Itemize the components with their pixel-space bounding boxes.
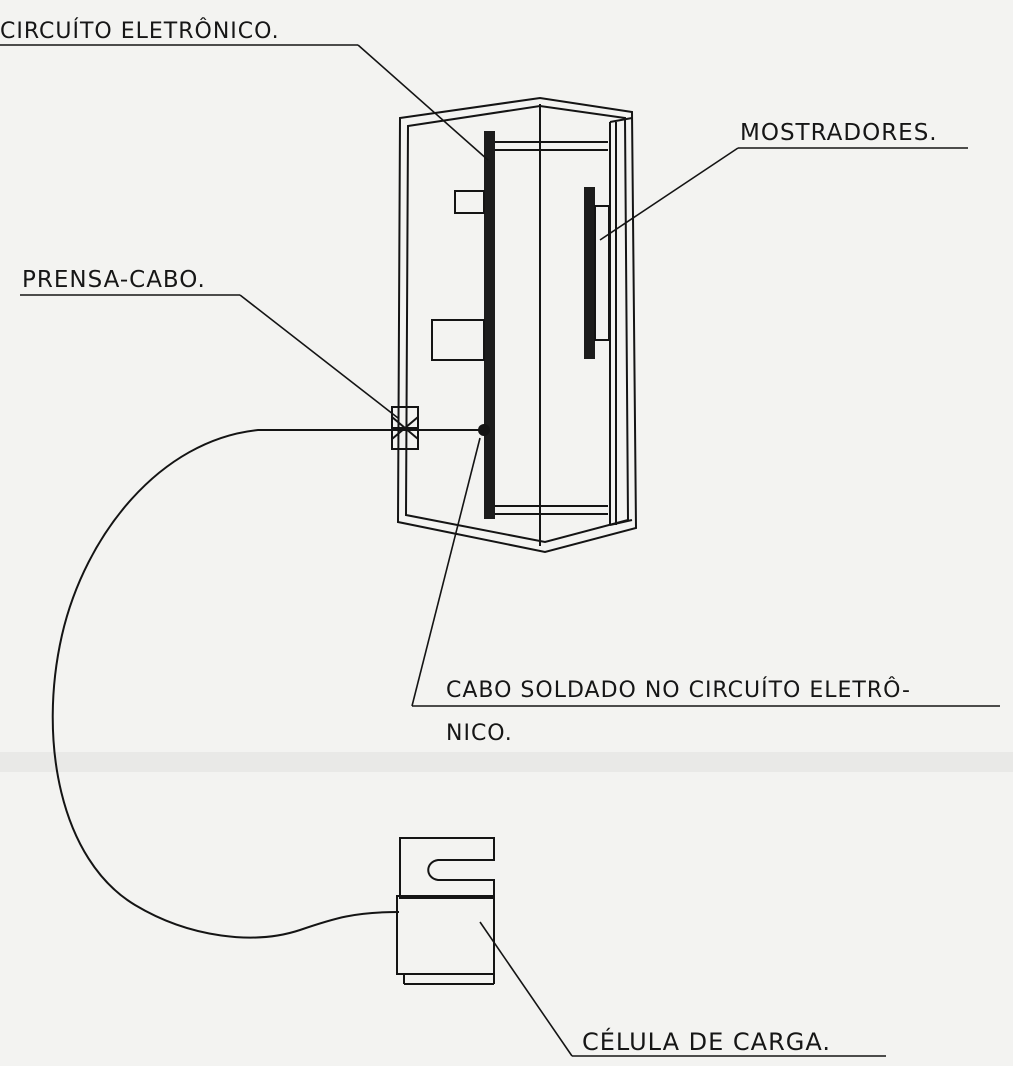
label-soldered-cable-line2: NICO.: [446, 721, 513, 746]
display-module: [584, 187, 595, 359]
display-window: [594, 205, 610, 341]
indicator-enclosure: [396, 96, 638, 554]
board-component-large: [431, 319, 485, 361]
label-displays: MOSTRADORES.: [740, 120, 938, 146]
board-component-small: [454, 190, 485, 214]
label-circuit: CIRCUÍTO ELETRÔNICO.: [0, 18, 280, 44]
scan-noise-band: [0, 752, 1013, 772]
leader-lines: [0, 44, 1000, 1057]
label-soldered-cable-line1: CABO SOLDADO NO CIRCUÍTO ELETRÔ-: [446, 677, 911, 703]
label-cable-gland: PRENSA-CABO.: [22, 267, 206, 293]
circuit-board: [484, 131, 495, 519]
load-cell: [396, 837, 495, 985]
cable: [51, 429, 484, 939]
label-load-cell: CÉLULA DE CARGA.: [582, 1027, 831, 1056]
cable-gland: [391, 406, 419, 450]
